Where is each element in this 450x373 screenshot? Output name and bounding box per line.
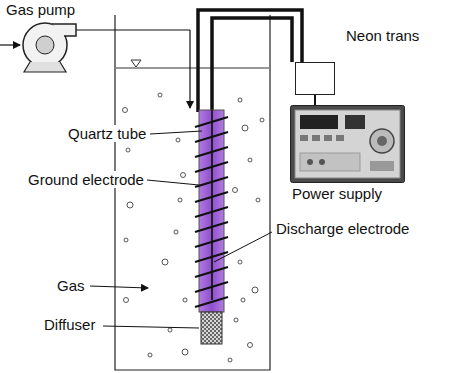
part-label: Quartz tube (66, 125, 148, 142)
node-label: Power supply (292, 185, 382, 202)
wire-connector (314, 95, 316, 105)
part-label: Ground electrode (26, 171, 146, 188)
node-label: Gas pump (6, 1, 75, 18)
gas-pump: Gas pump (20, 20, 70, 72)
transformer-box: Neon trans (295, 62, 335, 95)
power-supply: Power supply (290, 105, 405, 183)
part-label: Gas (55, 277, 87, 294)
part-label: Diffuser (42, 316, 97, 333)
part-label: Discharge electrode (274, 220, 411, 237)
node-label: Neon trans (346, 27, 419, 44)
power-supply-unit (290, 105, 405, 183)
